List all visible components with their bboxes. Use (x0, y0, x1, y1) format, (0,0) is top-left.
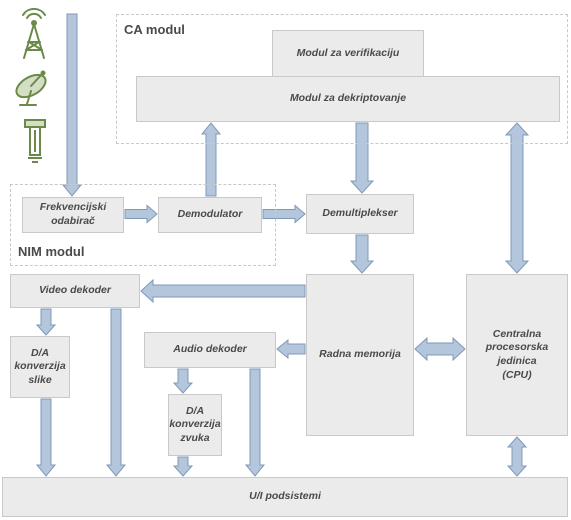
decryption-module-block: Modul za dekriptovanje (136, 76, 560, 122)
working-memory-label: Radna memorija (319, 348, 401, 361)
frequency-selector-block: Frekvencijski odabirač (22, 197, 124, 233)
demod-to-demux-arrow (262, 204, 306, 224)
demultiplexer-label: Demultiplekser (322, 207, 398, 220)
audio-to-da-sound-arrow (172, 368, 194, 394)
video-to-da-image-arrow (35, 308, 57, 336)
working-memory-block: Radna memorija (306, 274, 414, 436)
frequency-selector-label: Frekvencijski odabirač (39, 201, 107, 227)
da-sound-conversion-block: D/A konverzija zvuka (168, 394, 222, 456)
ca-module-region (116, 14, 568, 144)
io-subsystems-block: U/I podsistemi (2, 477, 568, 517)
demodulator-block: Demodulator (158, 197, 262, 233)
da-image-to-io-arrow (35, 398, 57, 477)
cpu-io-double-arrow (506, 436, 528, 477)
memory-to-audio-arrow (276, 338, 306, 360)
audio-to-io-arrow (244, 368, 266, 477)
antenna-tower-icon (22, 8, 46, 59)
audio-decoder-label: Audio dekoder (173, 343, 247, 356)
memory-to-video-arrow (140, 278, 306, 304)
nim-module-region (10, 184, 276, 266)
demodulator-label: Demodulator (177, 208, 243, 221)
demux-to-memory-arrow (349, 234, 375, 274)
da-sound-conversion-label: D/A konverzija zvuka (169, 404, 221, 444)
verification-module-label: Modul za verifikaciju (296, 47, 400, 60)
audio-decoder-block: Audio dekoder (144, 332, 276, 368)
cpu-label: Centralna procesorska jedinica (CPU) (485, 327, 549, 381)
memory-cpu-double-arrow (414, 336, 466, 362)
decrypt-cpu-double-arrow (504, 122, 530, 274)
video-decoder-label: Video dekoder (39, 284, 111, 297)
da-sound-to-io-arrow (172, 456, 194, 477)
decrypt-to-demux-arrow (349, 122, 375, 194)
decryption-module-label: Modul za dekriptovanje (289, 92, 407, 105)
signal-input-arrow (61, 13, 83, 197)
da-image-conversion-block: D/A konverzija slike (10, 336, 70, 398)
io-subsystems-label: U/I podsistemi (249, 490, 321, 503)
demod-to-decrypt-arrow (200, 122, 222, 197)
cable-connector-icon (24, 119, 46, 163)
demultiplexer-block: Demultiplekser (306, 194, 414, 234)
freq-to-demod-arrow (124, 204, 158, 224)
video-decoder-block: Video dekoder (10, 274, 140, 308)
satellite-dish-icon (15, 70, 47, 106)
ca-module-title: CA modul (124, 22, 185, 37)
video-to-io-arrow (105, 308, 127, 477)
da-image-conversion-label: D/A konverzija slike (14, 346, 66, 386)
nim-module-title: NIM modul (18, 244, 85, 259)
cpu-block: Centralna procesorska jedinica (CPU) (466, 274, 568, 436)
verification-module-block: Modul za verifikaciju (272, 30, 424, 78)
